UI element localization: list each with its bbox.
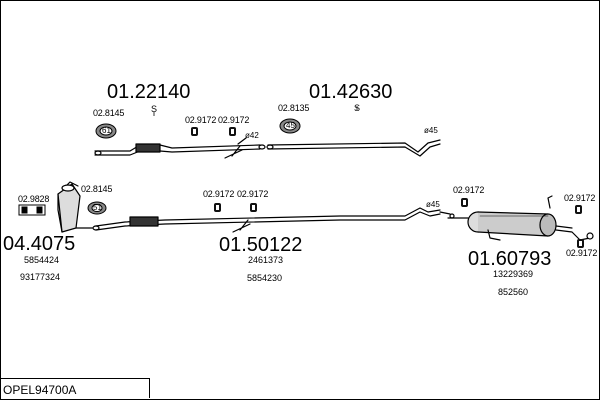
oe-ref-catalytic-1: 5854424 — [24, 255, 60, 265]
fitting-hanger-upper-1[interactable]: 02.9172 — [185, 115, 217, 125]
upper-front-pipe-shape — [267, 139, 441, 153]
diagram-code: OPEL94700A — [3, 383, 77, 397]
fitting-hanger-lower-2[interactable]: 02.9172 — [237, 189, 269, 199]
oe-ref-silencer-2: 852560 — [498, 287, 529, 297]
diagram-code-box: OPEL94700A — [0, 378, 150, 398]
fitting-hanger-silencer-3[interactable]: 02.9172 — [566, 248, 598, 258]
note-rear-upper-pipe: S — [151, 104, 158, 114]
diameter-upper-45: ø45 — [424, 126, 438, 135]
fitting-hanger-silencer-2[interactable]: 02.9172 — [564, 193, 596, 203]
gasket-size-61: 61 — [102, 126, 111, 135]
fitting-hanger-silencer-1[interactable]: 02.9172 — [453, 185, 485, 195]
gasket-size-45: 45 — [286, 121, 295, 130]
fitting-gasket-upper-left[interactable]: 02.8145 — [93, 108, 125, 118]
middle-pipe-resonator — [129, 216, 159, 227]
gasket-lower-left-icon — [87, 201, 107, 215]
gasket-size-51: 51 — [93, 203, 102, 212]
fitting-gasket-upper-mid[interactable]: 02.8135 — [278, 103, 310, 113]
oe-ref-silencer-1: 13229369 — [493, 269, 534, 279]
part-number-front-upper-pipe[interactable]: 01.42630 — [309, 81, 393, 103]
diameter-lower-45: ø45 — [426, 200, 440, 209]
rear-silencer-shape — [447, 195, 594, 241]
fitting-clamp-left[interactable]: 02.9828 — [18, 194, 50, 204]
gasket-upper-mid-icon — [279, 118, 301, 134]
upper-pipe-resonator — [135, 143, 161, 153]
fitting-gasket-lower-left[interactable]: 02.8145 — [81, 184, 113, 194]
fitting-hanger-upper-2[interactable]: 02.9172 — [218, 115, 250, 125]
oe-ref-catalytic-2: 93177324 — [20, 272, 61, 282]
note-front-upper-pipe: S — [354, 103, 361, 113]
oe-ref-middle-2: 5854230 — [247, 273, 283, 283]
part-number-middle-pipe[interactable]: 01.50122 — [219, 234, 303, 256]
diameter-upper-42: ø42 — [245, 131, 259, 140]
catalytic-converter-shape — [57, 181, 93, 233]
part-number-rear-silencer[interactable]: 01.60793 — [468, 248, 552, 270]
part-number-catalytic-converter[interactable]: 04.4075 — [3, 233, 76, 255]
oe-ref-middle-1: 2461373 — [248, 255, 284, 265]
gasket-upper-left-icon — [95, 123, 117, 139]
part-number-rear-upper-pipe[interactable]: 01.22140 — [107, 81, 191, 103]
fitting-hanger-lower-1[interactable]: 02.9172 — [203, 189, 235, 199]
clamp-left-icon — [18, 204, 46, 216]
